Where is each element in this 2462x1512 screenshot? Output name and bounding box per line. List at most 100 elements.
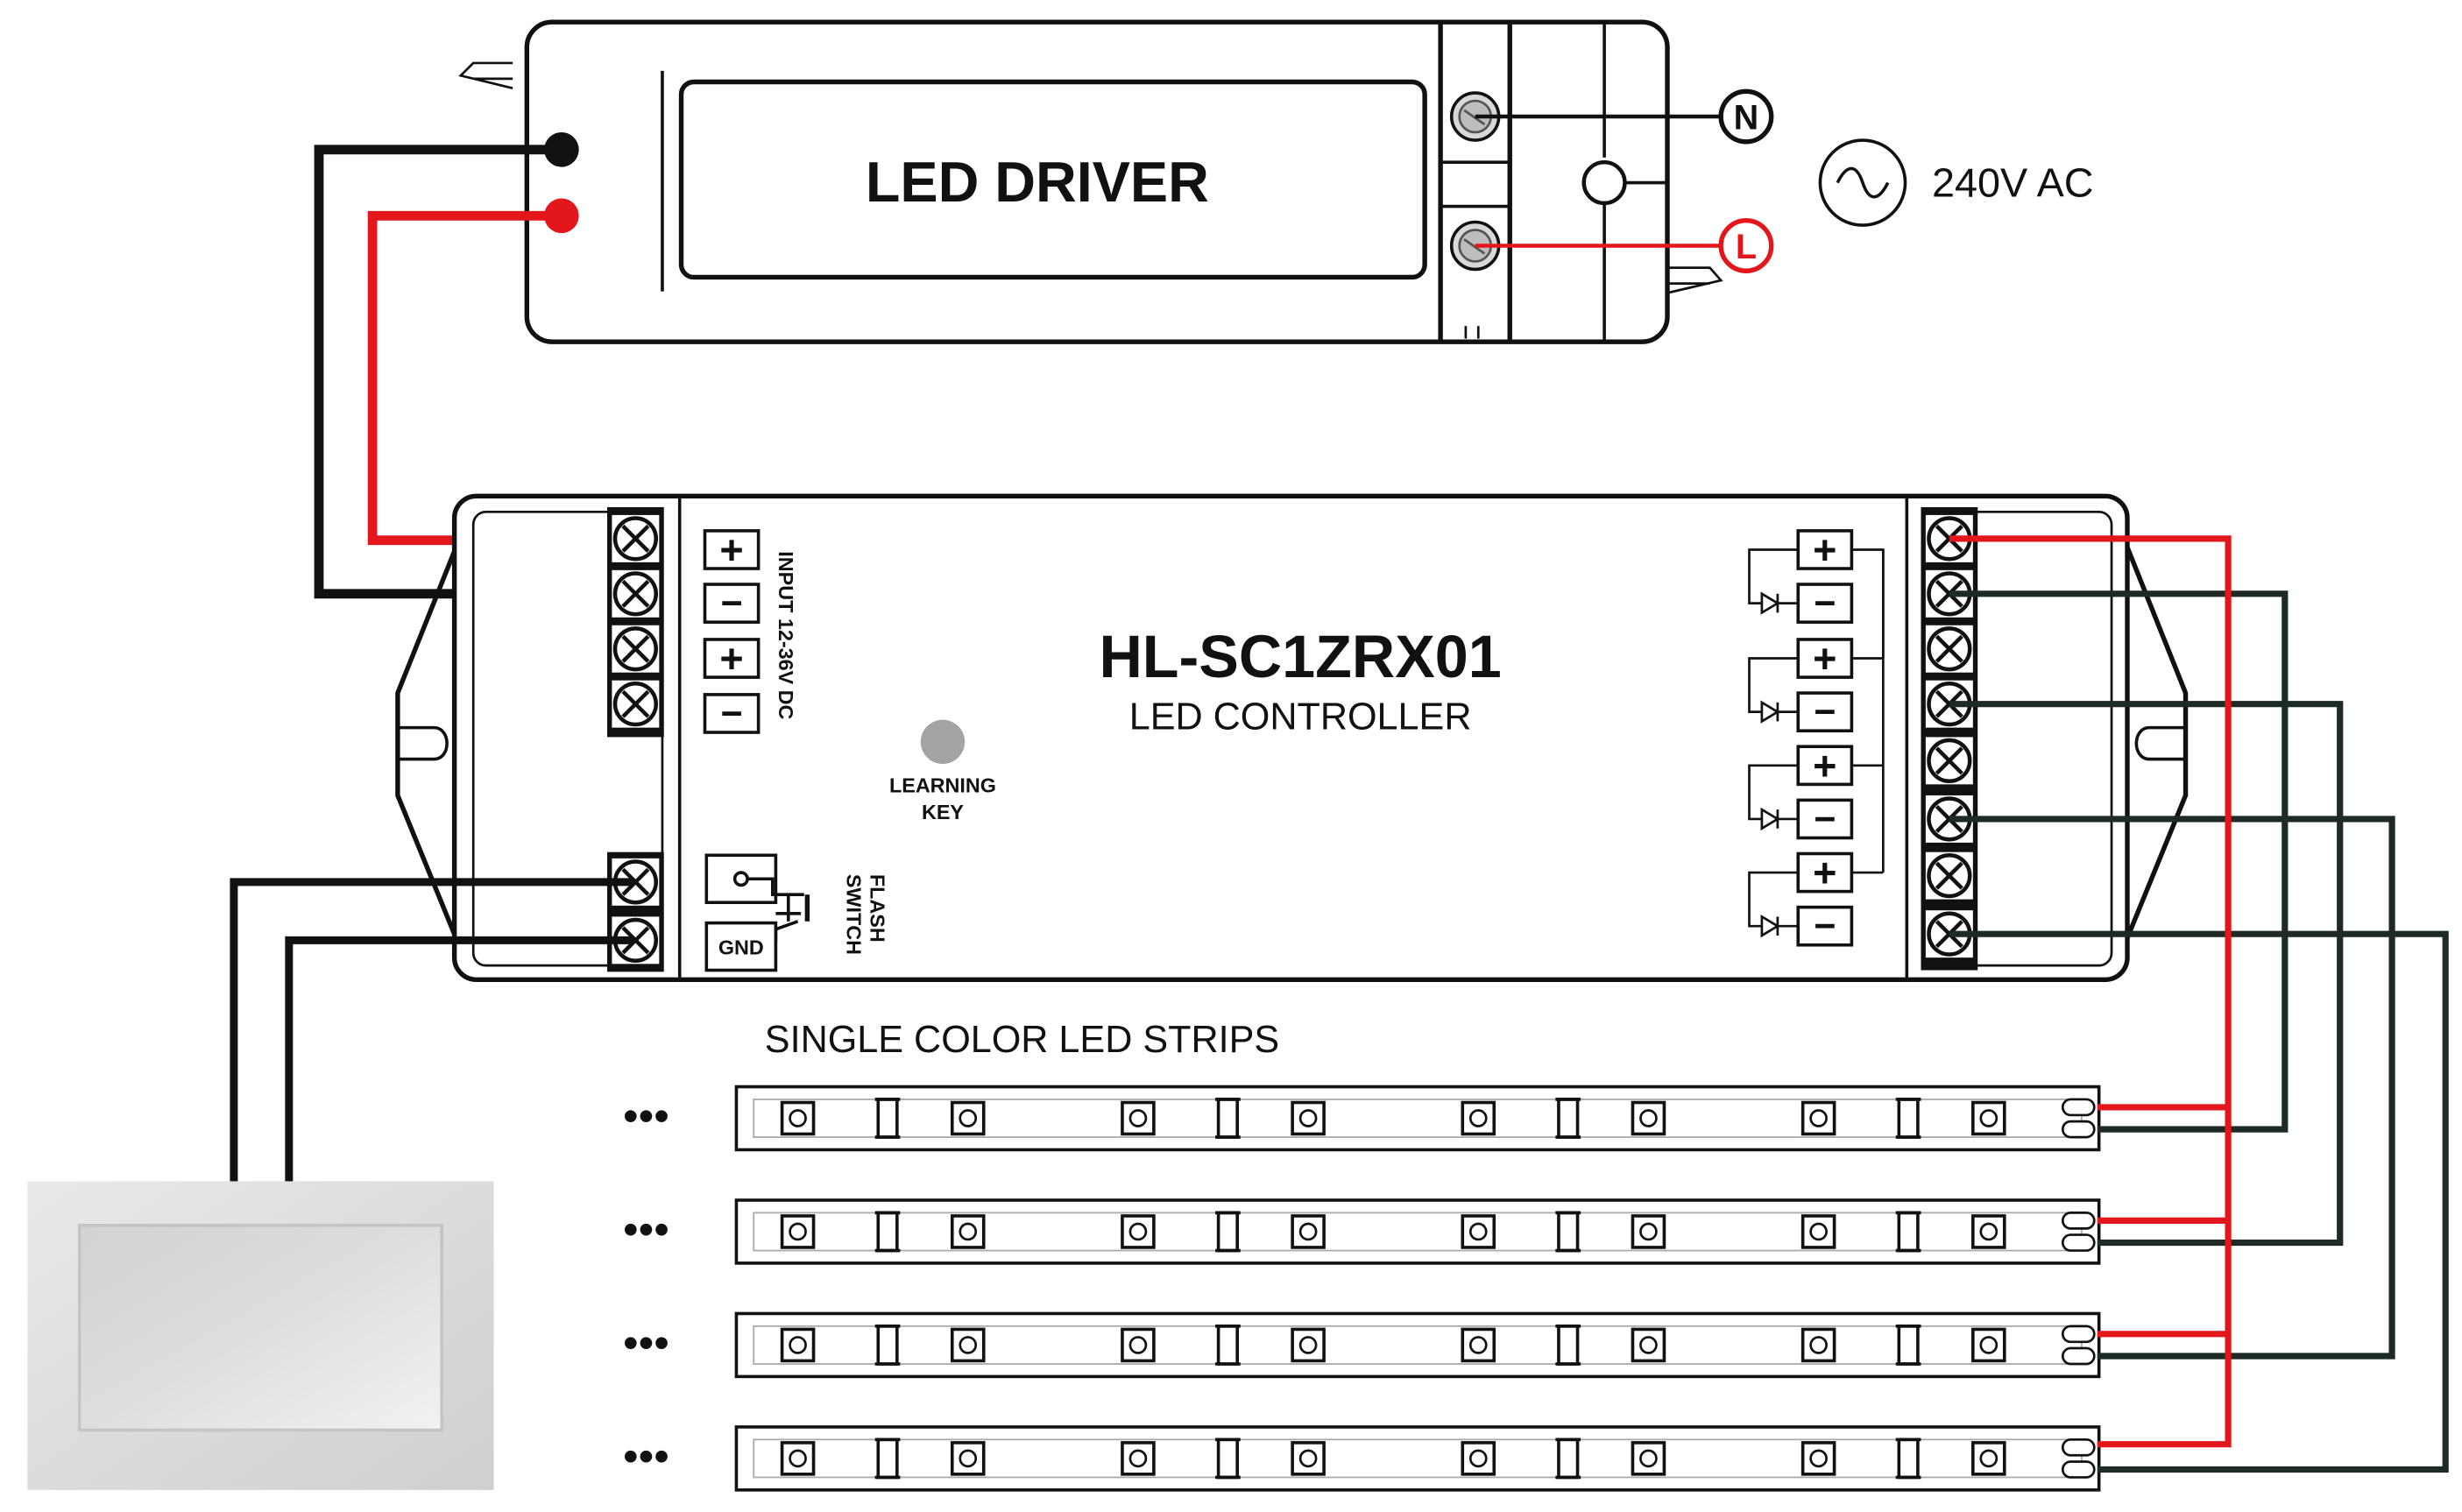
learning-key-label-2: KEY [922, 801, 964, 823]
resistor [873, 1098, 902, 1139]
resistor [1893, 1098, 1923, 1139]
switch-wire-1 [230, 878, 634, 1182]
svg-text:+: + [719, 527, 743, 573]
svg-text:−: − [1814, 906, 1836, 948]
input-polarity-marks: + − + − [703, 527, 761, 735]
led-chip [1801, 1100, 1836, 1136]
output-wiring [1949, 535, 2449, 1473]
live-symbol: L [1736, 228, 1757, 266]
resistor [1893, 1211, 1923, 1253]
driver-ground-terminal [1581, 159, 1627, 206]
svg-text:−: − [1814, 583, 1836, 625]
svg-text:+: + [719, 636, 743, 682]
led-controller: + − + − INPUT 12-36V DC GND FLASH SWITCH… [395, 493, 2189, 983]
controller-subtitle: LED CONTROLLER [1129, 696, 1472, 738]
led-chip [1121, 1327, 1156, 1363]
led-chip [950, 1100, 986, 1136]
led-chip [1801, 1214, 1836, 1249]
flash-switch-label-1: FLASH [866, 874, 888, 943]
led-chip [1121, 1100, 1156, 1136]
resistor [873, 1211, 902, 1253]
strip-2-negative-wire [1949, 701, 2344, 1247]
led-driver: LED DRIVER [458, 19, 1723, 344]
led-chip [950, 1327, 986, 1363]
flash-switch-symbol: GND [704, 853, 810, 972]
svg-text:−: − [1814, 798, 1836, 840]
positive-bus-wire [1949, 535, 2232, 1448]
resistor [1213, 1098, 1242, 1139]
ac-voltage-label: 240V AC [1932, 160, 2093, 206]
led-strips: ••• ••• ••• ••• [623, 1085, 2101, 1492]
switch-wire-2 [285, 936, 634, 1182]
strip-3-negative-wire [1949, 816, 2395, 1360]
output-channel-marks: + − + − + [1748, 527, 1885, 948]
led-chip [1971, 1100, 2006, 1136]
svg-text:+: + [1813, 527, 1836, 573]
led-chip [1971, 1214, 2006, 1249]
svg-text:−: − [720, 693, 742, 735]
strip-continuation: ••• [623, 1318, 669, 1367]
controller-model: HL-SC1ZRX01 [1099, 624, 1501, 690]
led-chip [950, 1441, 986, 1476]
strip-continuation: ••• [623, 1091, 669, 1141]
led-chip [1461, 1441, 1496, 1476]
resistor [1553, 1098, 1582, 1139]
led-chip [1801, 1327, 1836, 1363]
led-chip [1291, 1327, 1326, 1363]
led-chip [1631, 1441, 1666, 1476]
strips-title: SINGLE COLOR LED STRIPS [765, 1019, 1279, 1061]
svg-text:+: + [1813, 850, 1836, 895]
led-chip [1461, 1100, 1496, 1136]
led-chip [1631, 1214, 1666, 1249]
led-chip [1121, 1214, 1156, 1249]
svg-text:−: − [1814, 691, 1836, 733]
resistor [1213, 1211, 1242, 1253]
led-chip [1631, 1100, 1666, 1136]
gnd-label: GND [718, 936, 764, 959]
led-chip [1801, 1441, 1836, 1476]
flash-switch-label-2: SWITCH [842, 874, 865, 955]
led-chip [1971, 1327, 2006, 1363]
input-voltage-label: INPUT 12-36V DC [775, 551, 797, 719]
led-chip [780, 1327, 816, 1363]
svg-text:+: + [1813, 636, 1836, 682]
driver-title: LED DRIVER [866, 150, 1209, 214]
led-strip: ••• [623, 1198, 2101, 1265]
wall-switch-panel[interactable] [27, 1181, 494, 1490]
led-strip: ••• [623, 1085, 2101, 1152]
led-chip [780, 1214, 816, 1249]
led-chip [950, 1214, 986, 1249]
resistor [1213, 1325, 1242, 1366]
learning-key-button[interactable] [920, 719, 966, 764]
led-chip [1971, 1441, 2006, 1476]
resistor [1213, 1438, 1242, 1480]
strip-1-negative-wire [1949, 590, 2289, 1133]
learning-key-label-1: LEARNING [889, 774, 996, 796]
led-chip [1291, 1214, 1326, 1249]
resistor [1893, 1325, 1923, 1366]
resistor [1553, 1325, 1582, 1366]
resistor [873, 1325, 902, 1366]
svg-text:−: − [720, 583, 742, 625]
ac-supply: N L 240V AC [1475, 88, 2094, 273]
resistor [1553, 1211, 1582, 1253]
led-chip [1461, 1327, 1496, 1363]
resistor [1893, 1438, 1923, 1480]
neutral-symbol: N [1734, 98, 1759, 137]
led-chip [780, 1441, 816, 1476]
strip-continuation: ••• [623, 1431, 669, 1480]
led-chip [1631, 1327, 1666, 1363]
led-chip [780, 1100, 816, 1136]
strip-4-negative-wire [1949, 930, 2449, 1473]
strip-continuation: ••• [623, 1204, 669, 1254]
led-chip [1461, 1214, 1496, 1249]
led-chip [1121, 1441, 1156, 1476]
led-strip: ••• [623, 1425, 2101, 1492]
resistor [1553, 1438, 1582, 1480]
led-chip [1291, 1100, 1326, 1136]
led-strip: ••• [623, 1311, 2101, 1379]
led-chip [1291, 1441, 1326, 1476]
resistor [873, 1438, 902, 1480]
svg-text:+: + [1813, 743, 1836, 788]
